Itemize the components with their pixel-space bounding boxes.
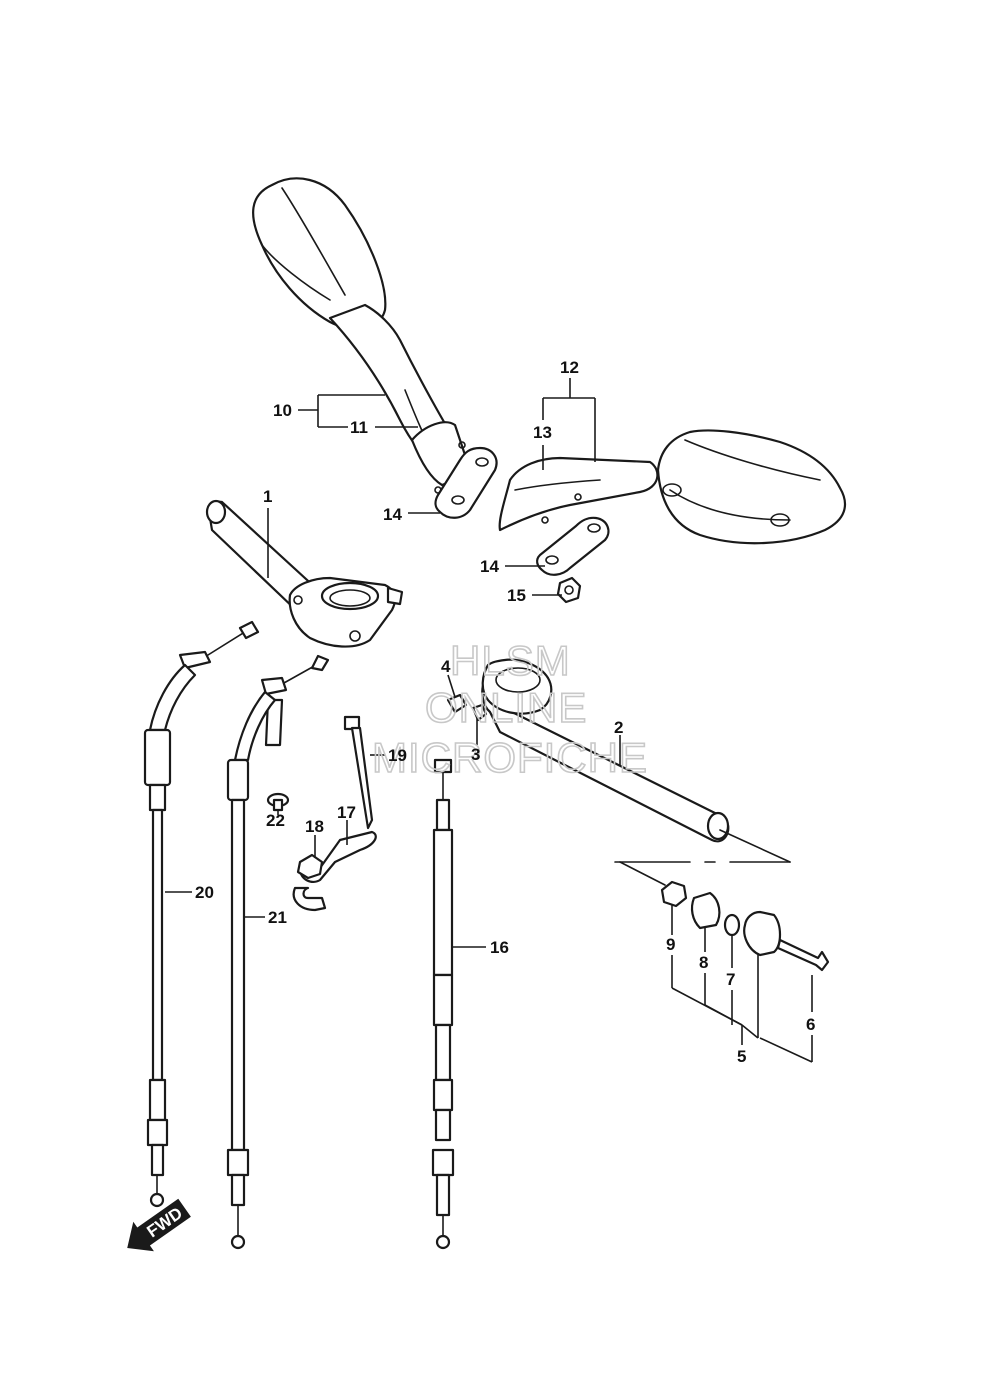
bar-end-screw <box>776 938 830 972</box>
bar-end-weight-body <box>743 910 782 957</box>
label-part-15: 15 <box>507 586 526 605</box>
screw-22 <box>266 792 290 812</box>
mounting-plate-upper <box>434 446 498 519</box>
label-part-14-lower: 14 <box>480 557 499 576</box>
throttle-cable-20 <box>143 620 260 1208</box>
label-part-17: 17 <box>337 803 356 822</box>
label-part-1: 1 <box>263 487 272 506</box>
label-part-22: 22 <box>266 811 285 830</box>
throttle-cable-21 <box>226 654 330 1250</box>
right-mirror <box>498 429 847 545</box>
label-part-6: 6 <box>806 1015 815 1034</box>
label-part-11: 11 <box>350 418 368 437</box>
cable-clamp-17 <box>292 830 377 912</box>
right-handlebar <box>446 658 730 843</box>
label-part-13: 13 <box>533 423 552 442</box>
bar-end-collar <box>690 891 721 930</box>
label-part-9: 9 <box>666 935 675 954</box>
watermark-line-2: ONLINE <box>425 684 587 731</box>
left-handlebar <box>205 499 404 648</box>
label-part-12: 12 <box>560 358 579 377</box>
bar-end-nut <box>660 880 688 908</box>
label-part-2: 2 <box>614 718 623 737</box>
bar-end-weight <box>660 880 830 972</box>
label-part-5: 5 <box>737 1047 746 1066</box>
label-part-19: 19 <box>388 746 407 765</box>
label-part-7: 7 <box>726 970 735 989</box>
watermark: HLSM ONLINE MICROFICHE <box>371 636 648 782</box>
label-part-3: 3 <box>471 745 480 764</box>
label-part-10: 10 <box>273 401 292 420</box>
cable-tie-19 <box>343 715 374 830</box>
bar-end-washer <box>723 913 741 937</box>
label-part-8: 8 <box>699 953 708 972</box>
label-part-16: 16 <box>490 938 509 957</box>
label-part-4: 4 <box>441 657 451 676</box>
nut <box>556 576 582 604</box>
watermark-line-3: MICROFICHE <box>372 734 648 781</box>
fwd-arrow-icon <box>127 1198 191 1252</box>
left-mirror <box>252 177 467 494</box>
clutch-cable-16 <box>431 758 455 1250</box>
watermark-line-1: HLSM <box>450 637 571 684</box>
label-part-20: 20 <box>195 883 214 902</box>
bar-end-reference-lines <box>614 829 791 886</box>
label-part-14-upper: 14 <box>383 505 402 524</box>
callout-labels: 1 2 3 4 5 6 7 8 9 10 11 12 13 14 14 15 1… <box>195 358 815 1066</box>
mounting-plate-lower <box>536 516 610 576</box>
label-part-21: 21 <box>268 908 287 927</box>
label-part-18: 18 <box>305 817 324 836</box>
leader-lines <box>165 378 813 1063</box>
